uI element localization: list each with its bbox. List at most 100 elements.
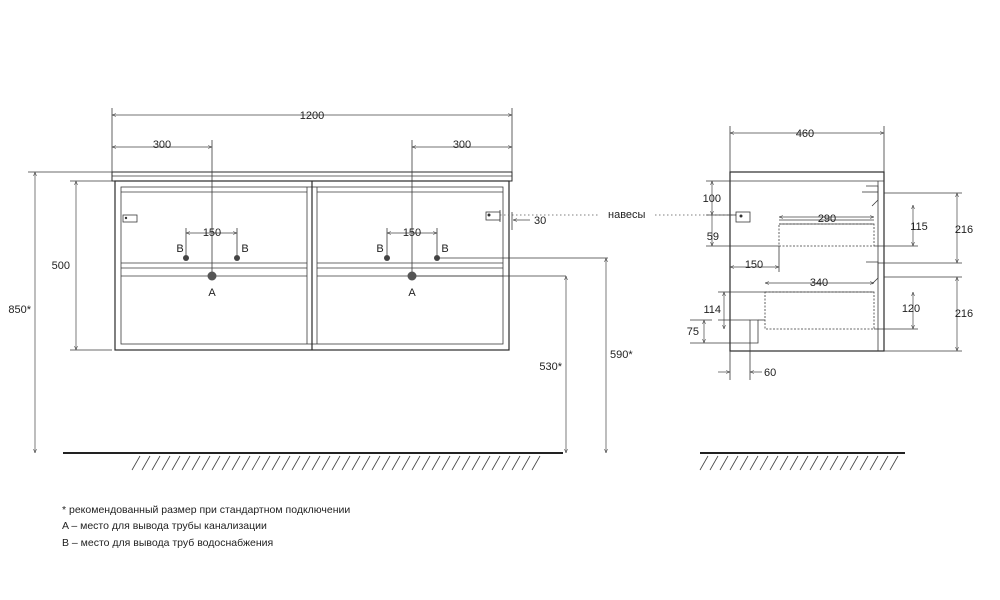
- dim-depth-label: 460: [796, 128, 814, 140]
- hatch-stroke: [779, 455, 789, 471]
- hatch-stroke: [869, 455, 879, 471]
- dim-right-offset-label: 300: [453, 139, 471, 151]
- dim-left-offset-label: 300: [153, 139, 171, 151]
- notes: * рекомендованный размер при стандартном…: [62, 504, 350, 549]
- dim-100-label: 100: [703, 193, 721, 205]
- hatch-stroke: [849, 455, 859, 471]
- countertop: [111, 171, 513, 182]
- hatch-stroke: [749, 455, 759, 471]
- hatch-stroke: [769, 455, 779, 471]
- hatch-stroke: [211, 455, 221, 471]
- hatch-stroke: [321, 455, 331, 471]
- hatch-stroke: [859, 455, 869, 471]
- hatch-stroke: [191, 455, 201, 471]
- hinge-bracket-right: [485, 210, 501, 222]
- dim-b-spacing-right-label: 150: [403, 227, 421, 239]
- pipe-b-label: B: [376, 243, 383, 255]
- side-floor-hatch: [699, 455, 899, 471]
- dim-120-label: 120: [902, 303, 920, 315]
- hatch-stroke: [221, 455, 231, 471]
- floor-hatch: [131, 455, 541, 471]
- hatch-stroke: [351, 455, 361, 471]
- hatch-stroke: [141, 455, 151, 471]
- hatch-stroke: [131, 455, 141, 471]
- hinge-bracket-left: [122, 214, 138, 223]
- hatch-stroke: [361, 455, 371, 471]
- hatch-stroke: [311, 455, 321, 471]
- hatch-stroke: [181, 455, 191, 471]
- hatch-stroke: [201, 455, 211, 471]
- hatch-stroke: [481, 455, 491, 471]
- hatch-stroke: [501, 455, 511, 471]
- hatch-stroke: [421, 455, 431, 471]
- dim-gap-label: 30: [534, 215, 546, 227]
- hatch-stroke: [241, 455, 251, 471]
- dim-60-label: 60: [764, 367, 776, 379]
- pipe-b-label: B: [441, 243, 448, 255]
- note-sewer-pipe: A – место для вывода трубы канализации: [62, 520, 267, 532]
- hatch-stroke: [789, 455, 799, 471]
- hatch-stroke: [511, 455, 521, 471]
- dim-width-label: 1200: [300, 110, 324, 122]
- hatch-stroke: [281, 455, 291, 471]
- hatch-stroke: [271, 455, 281, 471]
- pipe-a-marker: [207, 271, 217, 281]
- pipe-a-marker: [407, 271, 417, 281]
- side-hinge: [735, 211, 751, 223]
- hatch-stroke: [839, 455, 849, 471]
- hinges-label: навесы: [608, 209, 646, 221]
- hatch-stroke: [251, 455, 261, 471]
- dim-59-label: 59: [707, 231, 719, 243]
- hatch-stroke: [331, 455, 341, 471]
- side-view: 460 100 290 115 216 59 150 340 114 120 2…: [687, 126, 973, 471]
- hatch-stroke: [799, 455, 809, 471]
- hatch-stroke: [521, 455, 531, 471]
- dim-216-bottom-label: 216: [955, 308, 973, 320]
- pipe-a-label: A: [408, 287, 416, 299]
- dim-340-label: 340: [810, 277, 828, 289]
- hatch-stroke: [401, 455, 411, 471]
- hatch-stroke: [371, 455, 381, 471]
- hatch-stroke: [151, 455, 161, 471]
- pipe-b-label: B: [241, 243, 248, 255]
- dim-290-label: 290: [818, 213, 836, 225]
- hatch-stroke: [291, 455, 301, 471]
- hatch-stroke: [391, 455, 401, 471]
- hatch-stroke: [441, 455, 451, 471]
- pipe-a-label: A: [208, 287, 216, 299]
- dim-115-label: 115: [910, 221, 928, 233]
- hatch-stroke: [461, 455, 471, 471]
- dim-216-top-label: 216: [955, 224, 973, 236]
- hatch-stroke: [531, 455, 541, 471]
- lower-drawer: [764, 291, 875, 330]
- hatch-stroke: [819, 455, 829, 471]
- hatch-stroke: [889, 455, 899, 471]
- hatch-stroke: [381, 455, 391, 471]
- side-body: [729, 171, 885, 352]
- pipe-b-marker: [384, 255, 390, 261]
- dim-150-label: 150: [745, 259, 763, 271]
- hatch-stroke: [809, 455, 819, 471]
- front-view: 1200 300 300 150 150 850* 500 530* 590* …: [8, 108, 738, 471]
- hatch-stroke: [739, 455, 749, 471]
- hatch-stroke: [261, 455, 271, 471]
- hatch-stroke: [411, 455, 421, 471]
- dim-b-spacing-left-label: 150: [203, 227, 221, 239]
- dim-total-height-label: 850*: [8, 304, 31, 316]
- hatch-stroke: [829, 455, 839, 471]
- dim-pipe-a-height-label: 530*: [539, 361, 562, 373]
- hatch-stroke: [879, 455, 889, 471]
- dim-75-label: 75: [687, 326, 699, 338]
- upper-drawer: [778, 223, 875, 247]
- pipe-b-label: B: [176, 243, 183, 255]
- hatch-stroke: [699, 455, 709, 471]
- hatch-stroke: [231, 455, 241, 471]
- hatch-stroke: [709, 455, 719, 471]
- pipe-b-marker: [183, 255, 189, 261]
- note-recommended: * рекомендованный размер при стандартном…: [62, 504, 350, 516]
- hatch-stroke: [451, 455, 461, 471]
- dim-pipe-b-height-label: 590*: [610, 349, 633, 361]
- dim-114-label: 114: [703, 304, 721, 316]
- hatch-stroke: [491, 455, 501, 471]
